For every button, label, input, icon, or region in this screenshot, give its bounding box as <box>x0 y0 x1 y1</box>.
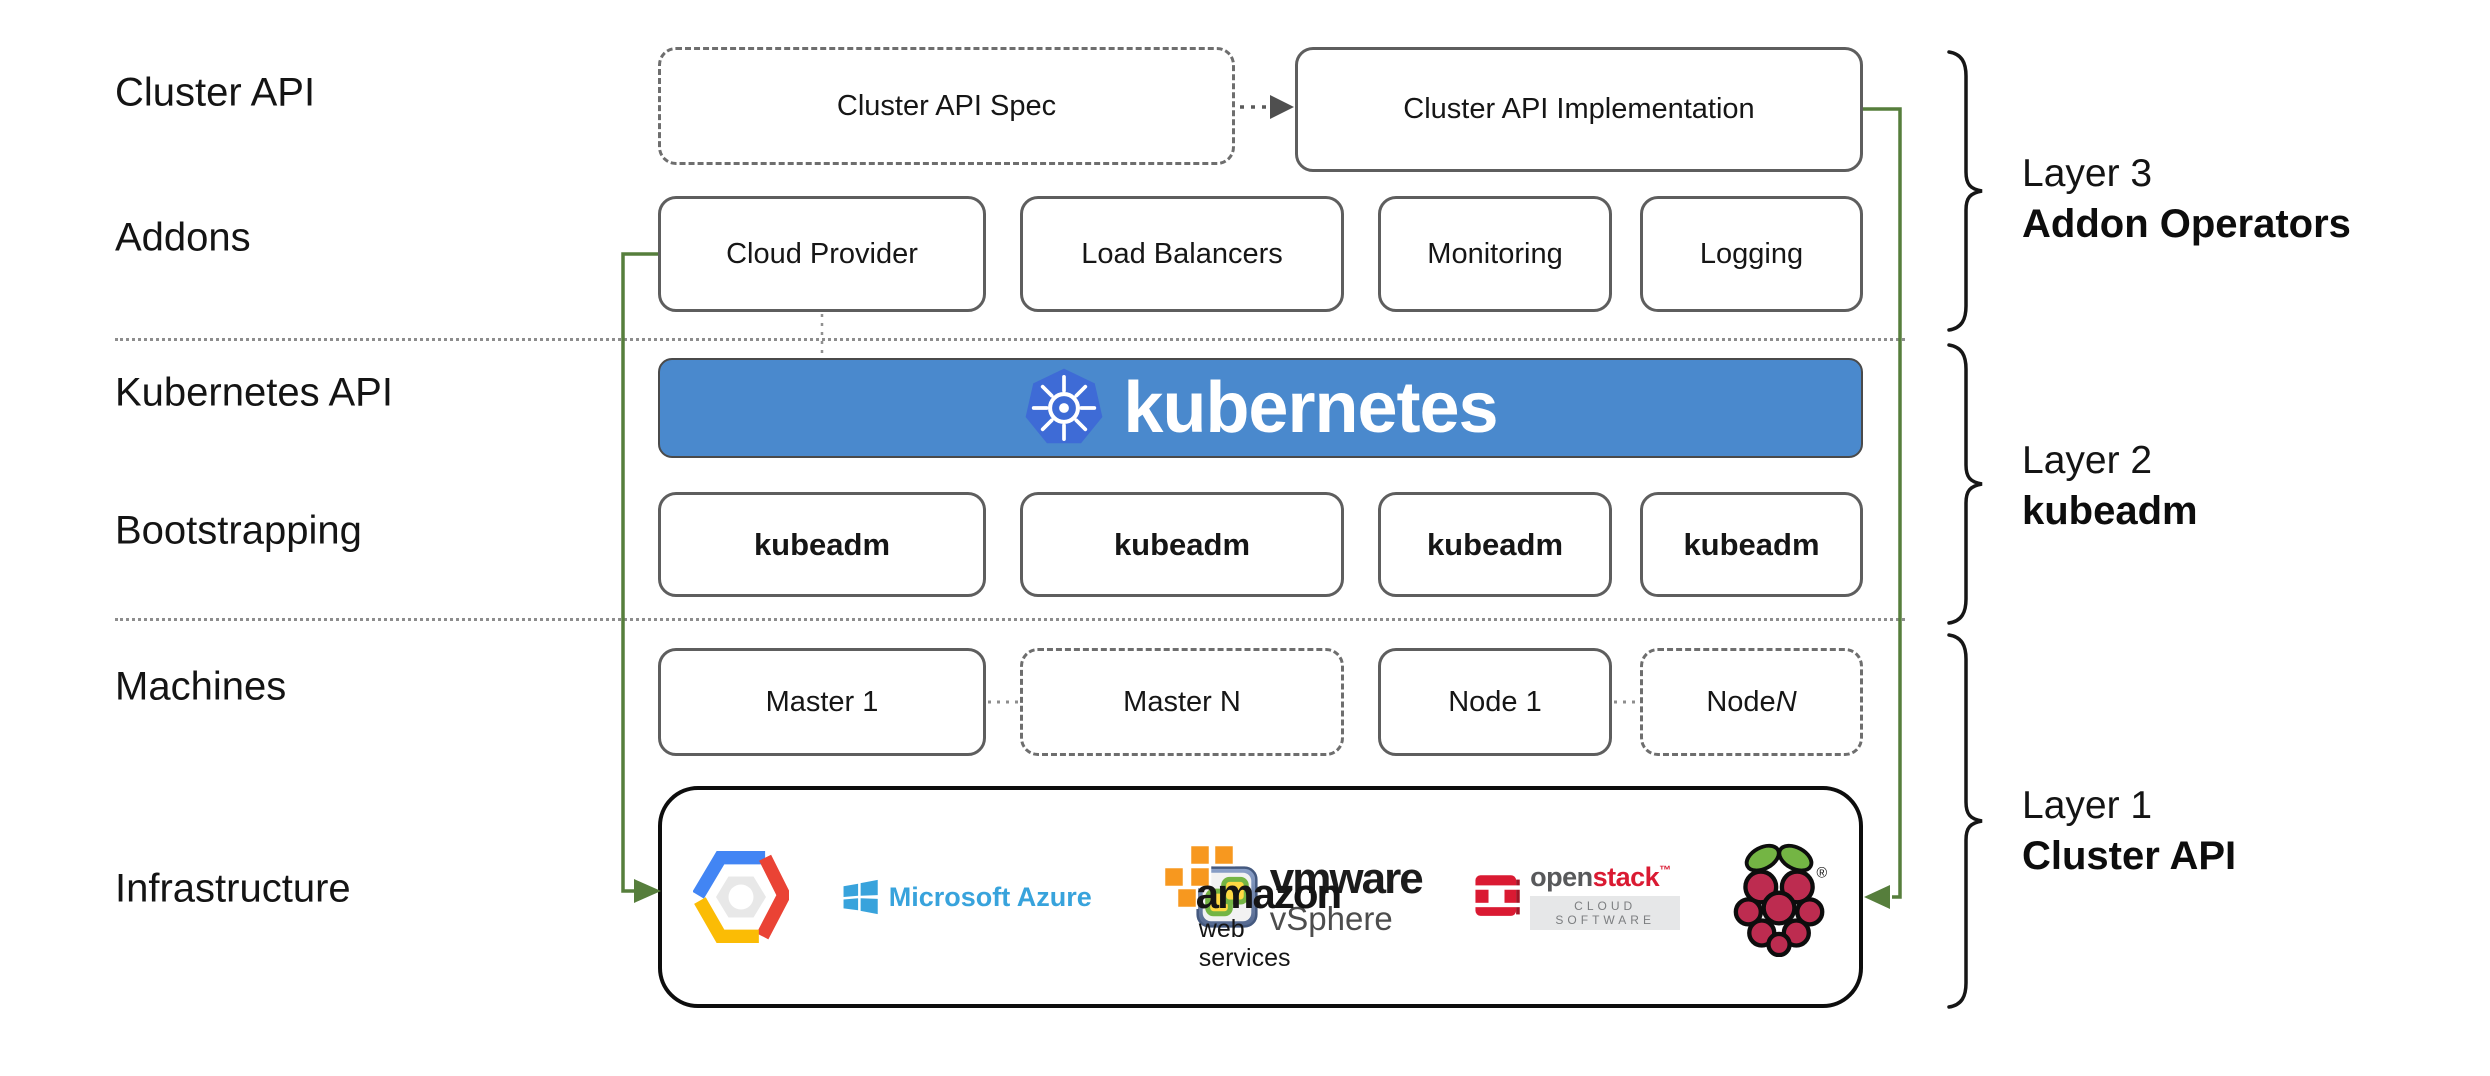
kubeadm-box-4: kubeadm <box>1640 492 1863 597</box>
row-label-infrastructure: Infrastructure <box>115 866 351 911</box>
cluster-api-implementation-box: Cluster API Implementation <box>1295 47 1863 172</box>
layer-3-brace <box>1947 50 1983 332</box>
layer-2-subtitle: kubeadm <box>2022 489 2198 533</box>
spec-to-impl-arrowhead-icon <box>1270 95 1294 119</box>
addon-box-logging: Logging <box>1640 196 1863 312</box>
addon-box-cloud-provider: Cloud Provider <box>658 196 986 312</box>
addon-label: Cloud Provider <box>726 237 918 270</box>
kubernetes-banner: kubernetes <box>658 358 1863 458</box>
addon-label: Load Balancers <box>1081 237 1283 270</box>
separator-line-top <box>115 338 1905 341</box>
addon-box-load-balancers: Load Balancers <box>1020 196 1344 312</box>
cluster-api-spec-label: Cluster API Spec <box>836 89 1057 122</box>
openstack-logo: openstack™ CLOUD SOFTWARE <box>1473 862 1681 930</box>
right-green-arrowhead-icon <box>1864 885 1890 909</box>
layer-2-brace <box>1947 343 1983 625</box>
cluster-api-implementation-label: Cluster API Implementation <box>1403 93 1755 125</box>
layer-1-title: Layer 1 <box>2022 784 2153 827</box>
separator-line-bottom <box>115 618 1905 621</box>
layer-2-annotation: Layer 2 kubeadm <box>2022 436 2198 536</box>
vmware-label: vmware <box>1269 853 1424 903</box>
left-green-arrowhead-icon <box>634 879 661 903</box>
aws-amazon-label: amazon <box>1195 870 1342 917</box>
layer-3-annotation: Layer 3 Addon Operators <box>2022 149 2351 249</box>
layer-3-subtitle: Addon Operators <box>2022 202 2351 246</box>
machine-label: Master 1 <box>765 685 879 718</box>
microsoft-azure-logo: Microsoft Azure <box>841 878 1092 916</box>
kubeadm-label: kubeadm <box>753 526 891 562</box>
kubernetes-logo-icon <box>1026 368 1103 444</box>
layer-1-brace <box>1947 633 1983 1009</box>
google-cloud-platform-logo-icon <box>692 847 789 947</box>
openstack-cube-icon <box>1473 875 1521 916</box>
row-label-cluster-api: Cluster API <box>115 70 316 115</box>
row-label-addons: Addons <box>115 215 251 260</box>
machine-label: Master N <box>1123 685 1241 718</box>
raspberry-pi-logo-icon: ® <box>1732 837 1828 957</box>
kubeadm-box-3: kubeadm <box>1378 492 1612 597</box>
machine-box-node-1: Node 1 <box>1378 648 1612 756</box>
kubeadm-label: kubeadm <box>1113 526 1251 562</box>
openstack-cloud-software-label: CLOUD SOFTWARE <box>1530 896 1681 930</box>
kubeadm-label: kubeadm <box>1426 526 1564 562</box>
impl-to-infra-connector <box>1863 107 1902 899</box>
vmware-icon <box>1196 866 1258 928</box>
machine-box-master-n: Master N <box>1020 648 1344 756</box>
addon-label: Monitoring <box>1427 237 1563 270</box>
kubeadm-box-2: kubeadm <box>1020 492 1344 597</box>
row-label-machines: Machines <box>115 664 287 709</box>
cluster-api-spec-box: Cluster API Spec <box>658 47 1235 165</box>
kubernetes-wordmark: kubernetes <box>1123 368 1498 448</box>
layer-1-annotation: Layer 1 Cluster API <box>2022 781 2236 881</box>
aws-boxes-icon <box>1162 843 1236 909</box>
machine-box-master-1: Master 1 <box>658 648 986 756</box>
layer-3-title: Layer 3 <box>2022 152 2153 195</box>
vmware-vsphere-logo: vmware vSphere <box>1196 853 1424 937</box>
vsphere-label: vSphere <box>1269 899 1393 937</box>
row-label-kubernetes-api: Kubernetes API <box>115 370 393 415</box>
kubeadm-label: kubeadm <box>1683 526 1820 562</box>
openstack-tm: ™ <box>1659 863 1671 877</box>
row-label-bootstrapping: Bootstrapping <box>115 508 362 553</box>
machine-label: Node 1 <box>1448 685 1542 718</box>
layer-1-subtitle: Cluster API <box>2022 834 2237 878</box>
machine-box-node-n: Node N <box>1640 648 1863 756</box>
layer-2-title: Layer 2 <box>2022 439 2153 482</box>
machine-label: Node <box>1706 685 1776 718</box>
infrastructure-box: Microsoft Azure amazon web services <box>658 786 1863 1008</box>
addon-label: Logging <box>1699 237 1804 270</box>
azure-label: Microsoft Azure <box>888 881 1092 912</box>
kubeadm-box-1: kubeadm <box>658 492 986 597</box>
openstack-stack-label: stack <box>1592 862 1660 892</box>
aws-web-services-label: web services <box>1198 915 1291 972</box>
openstack-open-label: open <box>1530 862 1593 892</box>
azure-window-icon <box>843 879 878 915</box>
addon-box-monitoring: Monitoring <box>1378 196 1612 312</box>
cloud-provider-to-infra-connector <box>621 252 658 893</box>
raspberry-registered-mark: ® <box>1817 865 1828 881</box>
